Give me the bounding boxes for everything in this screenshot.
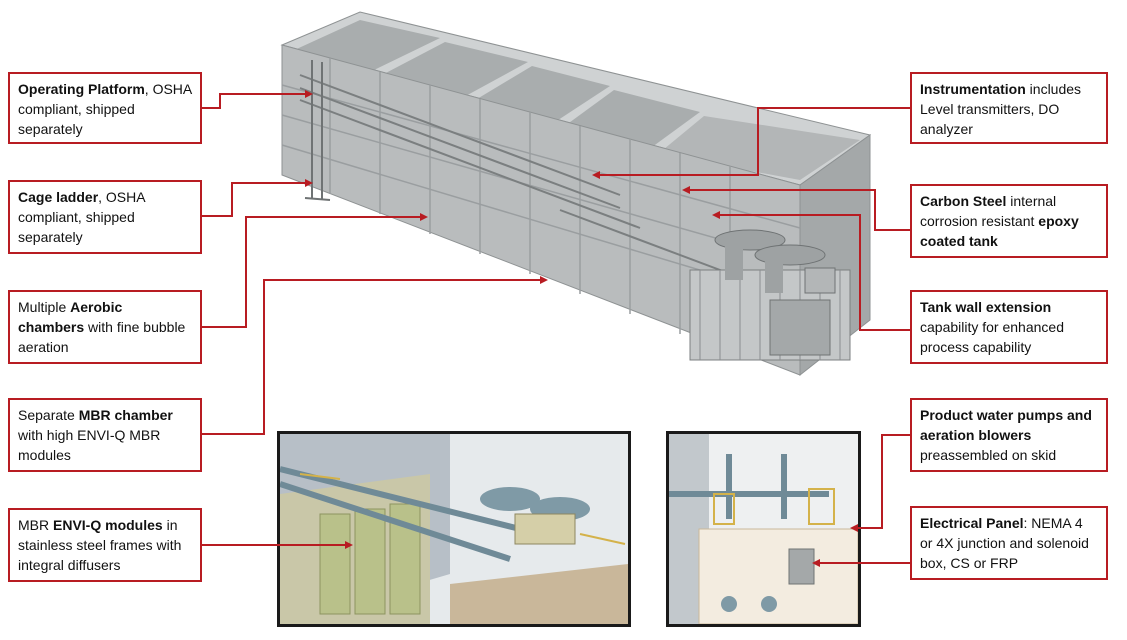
callout-cage-ladder: Cage ladder, OSHA compliant, shipped sep… xyxy=(8,180,202,254)
mbr-modules-inset xyxy=(277,431,631,627)
callout-operating-platform: Operating Platform, OSHA compliant, ship… xyxy=(8,72,202,144)
callout-tank-wall-extension: Tank wall extension capability for enhan… xyxy=(910,290,1108,364)
callout-aerobic-chambers: Multiple Aerobic chambers with fine bubb… xyxy=(8,290,202,364)
callout-pumps-blowers: Product water pumps and aeration blowers… xyxy=(910,398,1108,472)
callout-mbr-chamber: Separate MBR chamber with high ENVI-Q MB… xyxy=(8,398,202,472)
callout-electrical-panel: Electrical Panel: NEMA 4 or 4X junction … xyxy=(910,506,1108,580)
callout-mbr-modules: MBR ENVI-Q modules in stainless steel fr… xyxy=(8,508,202,582)
callout-carbon-steel: Carbon Steel internal corrosion resistan… xyxy=(910,184,1108,258)
skid-inset xyxy=(666,431,861,627)
callout-instrumentation: Instrumentation includes Level transmitt… xyxy=(910,72,1108,144)
